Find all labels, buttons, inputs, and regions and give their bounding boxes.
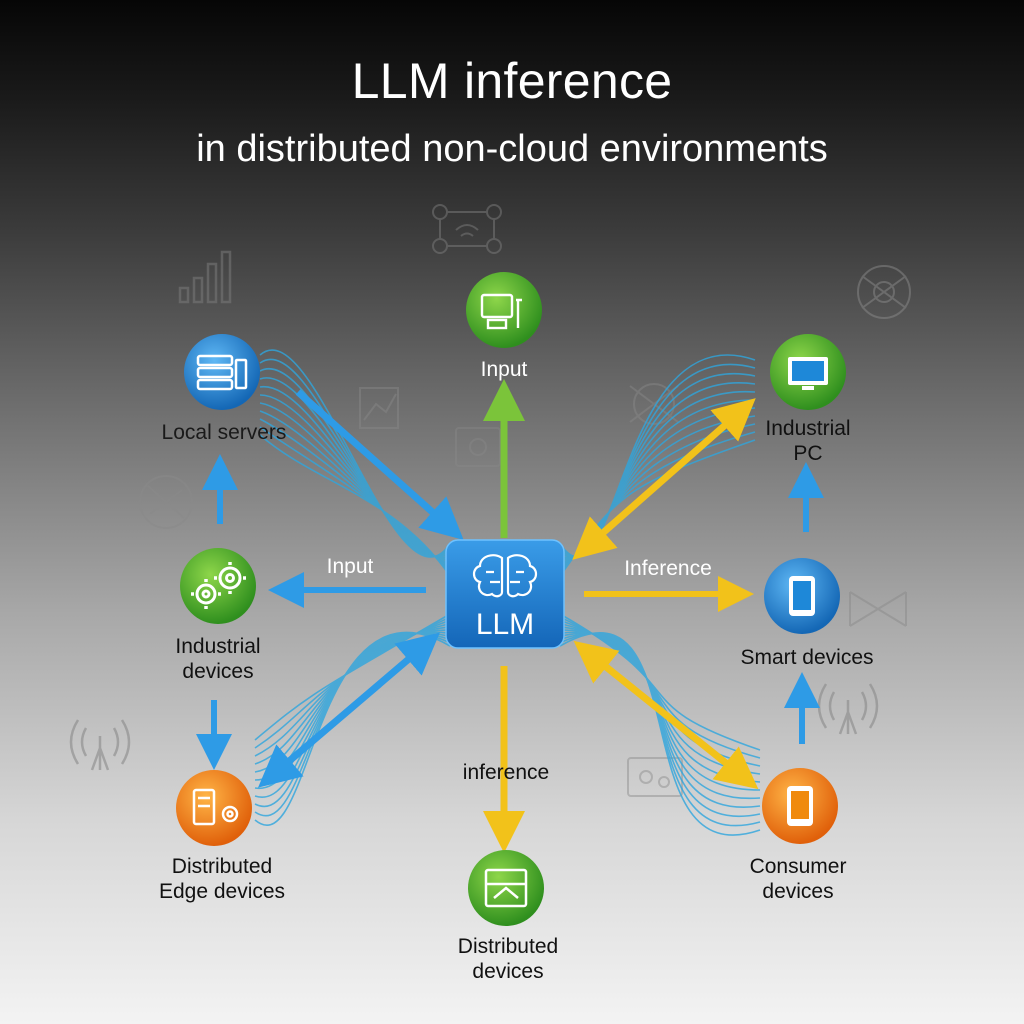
llm-center-box [445, 539, 565, 649]
server-gear-icon [192, 788, 239, 826]
device-box-icon [484, 868, 528, 908]
flow-line [559, 616, 761, 759]
arrow-llm-industrial-pc-bidirectional [572, 398, 756, 560]
node-label-industrial-pc: Industrial PC [765, 417, 851, 465]
flow-label-inference-down: inference [462, 761, 550, 784]
monitor-icon [788, 357, 828, 390]
node-input-top [466, 272, 542, 348]
flow-line [259, 358, 451, 558]
llm-center-label: LLM [475, 608, 535, 641]
node-local-servers [184, 334, 260, 410]
arrow-local-servers-to-llm [295, 389, 464, 540]
gears-icon [191, 562, 246, 609]
arrow-llm-consumer-devices-bidirectional [573, 640, 759, 790]
brain-icon [472, 554, 538, 598]
tablet-icon [789, 576, 815, 616]
background-antenna-icon [69, 719, 131, 771]
background-network-icon [432, 204, 502, 254]
page-subtitle: in distributed non-cloud environments [196, 128, 828, 170]
node-label-input-top: Input [480, 358, 528, 381]
node-distributed-edge [176, 770, 252, 846]
page-title: LLM inference [351, 53, 673, 109]
node-label-smart-devices: Smart devices [740, 646, 874, 669]
flow-line [259, 434, 451, 577]
node-label-consumer-devices: Consumer devices [749, 855, 847, 903]
node-industrial-devices [180, 548, 256, 624]
flow-line [259, 349, 451, 558]
background-gear-circle-icon [857, 265, 911, 319]
node-industrial-pc [770, 334, 846, 410]
node-smart-devices [764, 558, 840, 634]
arrow-llm-distributed-edge-bidirectional [258, 632, 440, 788]
flow-line [259, 367, 451, 558]
node-distributed-devices [468, 850, 544, 926]
background-circuit-icon [455, 427, 501, 467]
node-label-distributed-edge: Distributed Edge devices [158, 855, 286, 903]
background-antenna-icon [817, 683, 879, 735]
background-bar-chart-icon [178, 250, 232, 304]
node-label-distributed-devices: Distributed devices [457, 935, 559, 983]
tablet-icon [787, 786, 813, 826]
background-circuit-board-icon [849, 591, 907, 627]
node-consumer-devices [762, 768, 838, 844]
desktop-workstation-icon [480, 293, 522, 330]
node-label-local-servers: Local servers [161, 421, 287, 444]
node-label-industrial-devices: Industrial devices [175, 635, 261, 683]
background-chart-icon [359, 387, 399, 429]
server-rack-icon [196, 354, 248, 391]
flow-label-inference: Inference [624, 557, 712, 580]
background-globe-icon [139, 475, 193, 529]
flow-label-input: Input [326, 555, 374, 578]
background-hexagon-icon [629, 383, 679, 425]
